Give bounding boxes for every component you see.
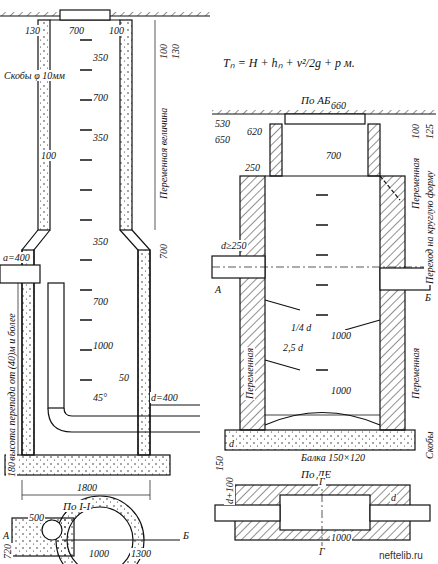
dimension-label: а=400	[2, 252, 31, 263]
dimension-label: 530	[214, 118, 231, 129]
dimension-label: 1000	[88, 548, 110, 559]
dimension-label: 45°	[92, 392, 108, 403]
dimension-label: 350	[92, 132, 109, 143]
dimension-label: 720	[2, 543, 13, 560]
dimension-label: А	[214, 284, 222, 295]
dimension-label: 1300	[130, 548, 152, 559]
dimension-label: d=400	[150, 392, 179, 403]
dimension-label: 1000	[330, 330, 352, 341]
section-title: По I-I	[62, 500, 91, 512]
dimension-label: 100	[410, 123, 421, 140]
dimension-label: d	[390, 492, 397, 503]
dimension-label: 130	[24, 25, 41, 36]
dimension-label: 700	[68, 25, 85, 36]
dimension-label: d	[228, 438, 235, 449]
dimension-label: 700	[92, 92, 109, 103]
dimension-label: 1000	[330, 532, 352, 543]
dimension-label: А	[2, 530, 10, 541]
dimension-label: 660	[330, 100, 347, 111]
dimension-label: 1/4 d	[290, 322, 312, 333]
dimension-label: 50	[118, 372, 130, 383]
dimension-label: d+100	[224, 476, 235, 505]
dimension-label: 650	[214, 134, 231, 145]
dimension-label: h-высота перепада от (40)м и более	[6, 312, 17, 470]
dimension-label: 700	[158, 243, 169, 260]
dimension-label: 2,5 d	[282, 342, 304, 353]
dimension-label: Переменная	[244, 347, 255, 400]
dimension-label: Б	[424, 292, 432, 303]
dimension-label: 1800	[76, 482, 98, 493]
dimension-label: Г	[318, 476, 326, 487]
dimension-label: 1000	[330, 385, 352, 396]
dimension-label: Г	[318, 546, 326, 557]
dimension-label: 1000	[92, 340, 114, 351]
section-title: По АБ	[300, 94, 331, 106]
dimension-label: 700	[92, 296, 109, 307]
watermark: neftelib.ru	[378, 550, 424, 561]
dimension-label: 620	[246, 126, 263, 137]
dimension-label: d≥250	[220, 240, 248, 251]
dimension-label: 250	[244, 162, 261, 173]
dimension-label: Переменная	[410, 157, 421, 210]
dimension-label: Балка 150×120	[300, 452, 366, 463]
dimension-label: Б	[182, 530, 190, 541]
dimension-label: 100	[158, 43, 169, 60]
dimension-label: 150	[214, 455, 225, 472]
dimension-label: 100	[40, 150, 57, 161]
dimension-label: 125	[424, 123, 435, 140]
dimension-label: 130	[170, 43, 181, 60]
formula: Tₙ = H + hₙ + v²/2g + p м.	[222, 56, 356, 70]
dimension-label: Переменная величина	[158, 107, 169, 200]
dimension-label: 500	[28, 512, 45, 523]
dimension-label: Переход на круглую форму	[424, 170, 435, 285]
dimension-label: 700	[325, 150, 342, 161]
dimension-label: Скобы	[424, 430, 435, 460]
dimension-label: 100	[108, 25, 125, 36]
dimension-label: Переменная	[410, 347, 421, 400]
dimension-label: 350	[92, 236, 109, 247]
dimension-label: Скобы φ 10мм	[3, 70, 66, 81]
dimension-label: 350	[92, 52, 109, 63]
dimension-label: 180	[6, 461, 17, 478]
section-title: По ДЕ	[300, 468, 332, 480]
